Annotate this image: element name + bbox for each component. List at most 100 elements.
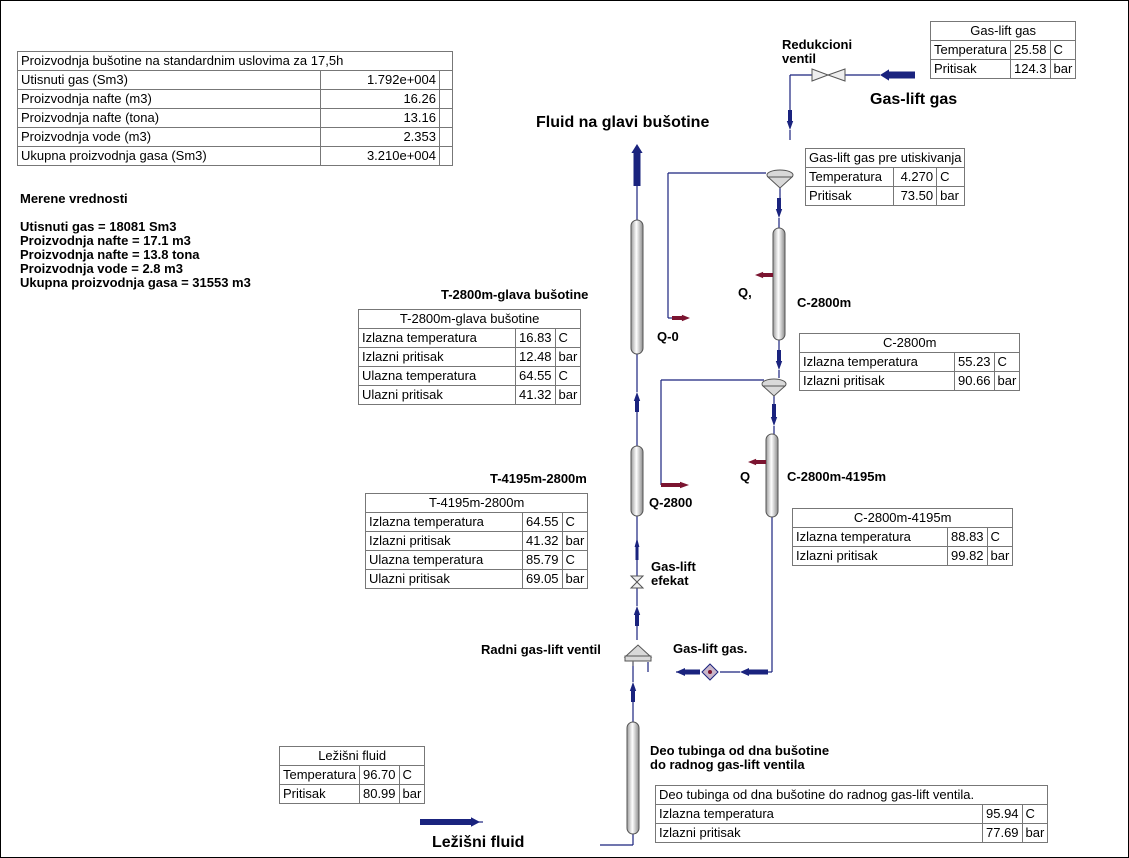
c2800-block-label: C-2800m [797, 295, 852, 310]
row-label: Temperatura [805, 167, 894, 187]
row-value: 99.82 [947, 546, 988, 566]
row-unit: C [1021, 804, 1049, 824]
measured-line: Ukupna proizvodnja gasa = 31553 m3 [20, 275, 251, 290]
gaslift-effect-label: Gas-lift efekat [651, 560, 696, 588]
row-label: Temperatura [279, 765, 360, 785]
row-value: 88.83 [947, 527, 988, 547]
heat-q0-arrow [672, 314, 690, 322]
table-row: Proizvodnja nafte (m3)16.26 [17, 89, 453, 109]
stream-arrow [634, 538, 640, 560]
column-t2800 [630, 219, 644, 355]
c2800-title: C-2800m [798, 333, 1021, 353]
c4195-block-label: C-2800m-4195m [787, 469, 887, 484]
row-label: Ulazni pritisak [365, 569, 523, 589]
row-value: 124.3 [1009, 59, 1051, 79]
measured-heading: Merene vrednosti [20, 191, 128, 206]
row-unit: C [936, 167, 966, 187]
columns [626, 219, 786, 835]
heat-q-c2800-arrow [755, 271, 773, 279]
row-value: 25.58 [1009, 40, 1051, 60]
t2800-block-label: T-2800m-glava bušotine [441, 287, 589, 302]
row-value: 16.83 [515, 328, 556, 348]
working-gaslift-valve-symbol [623, 644, 653, 666]
row-label: Izlazni pritisak [792, 546, 948, 566]
tubing-table: Deo tubinga od dna bušotine do radnog ga… [654, 785, 1049, 843]
row-unit: bar [398, 784, 426, 804]
t2800-title: T-2800m-glava bušotine [357, 309, 582, 329]
heat-q-c4195-arrow [748, 458, 766, 466]
table-row: Ukupna proizvodnja gasa (Sm3)3.210e+004 [17, 146, 453, 166]
mixer-top [766, 169, 794, 189]
gaslift-gas-stream-label: Gas-lift gas [870, 91, 958, 108]
stream-arrow [770, 404, 778, 426]
valves [629, 68, 846, 681]
row-value: 85.79 [522, 550, 563, 570]
stream-arrow [633, 606, 641, 626]
row-value: 55.23 [954, 352, 995, 372]
row-label: Izlazna temperatura [365, 512, 523, 532]
row-unit: C [993, 352, 1021, 372]
stream-arrow [633, 392, 641, 412]
row-unit: bar [1021, 823, 1049, 843]
row-unit: C [1049, 40, 1077, 60]
tubing-block-label: Deo tubinga od dna bušotine do radnog ga… [650, 744, 829, 772]
table-row: Proizvodnja nafte (tona)13.16 [17, 108, 453, 128]
mixer-mid [761, 378, 787, 397]
t2800-table: T-2800m-glava bušotine Izlazna temperatu… [357, 309, 582, 405]
table-row: Proizvodnja vode (m3)2.353 [17, 127, 453, 147]
pre-injection-title: Gas-lift gas pre utiskivanja [804, 148, 966, 168]
t4195-block-label: T-4195m-2800m [490, 471, 587, 486]
tubing-block-line1: Deo tubinga od dna bušotine [650, 743, 830, 758]
row-value: 73.50 [892, 186, 938, 206]
heat-q-c2800-label: Q, [738, 285, 752, 300]
gaslift-gas-inlet-arrow [880, 69, 915, 81]
heat-q2800-label: Q-2800 [649, 495, 693, 510]
row-unit: bar [561, 531, 589, 551]
row-label: Ulazna temperatura [365, 550, 523, 570]
column-c4195 [765, 433, 779, 518]
row-label: Izlazna temperatura [655, 804, 983, 824]
row-value: 41.32 [515, 385, 556, 405]
row-unit: C [398, 765, 426, 785]
fluid-wellhead-label: Fluid na glavi bušotine [536, 114, 710, 131]
gaslift-gas-dot-label: Gas-lift gas. [673, 641, 748, 656]
heat-arrows [661, 271, 773, 489]
column-t4195 [630, 445, 644, 517]
stream-arrow [775, 198, 783, 218]
t4195-title: T-4195m-2800m [364, 493, 589, 513]
heat-q-c4195-label: Q [740, 469, 751, 484]
row-label: Izlazna temperatura [358, 328, 516, 348]
reduction-valve [811, 68, 846, 82]
process-lines [470, 74, 880, 846]
gaslift-effect-line1: Gas-lift [651, 559, 696, 574]
row-unit: bar [986, 546, 1014, 566]
row-label: Izlazni pritisak [799, 371, 955, 391]
reduction-valve-label-line1: Redukcioni [782, 37, 853, 52]
pre-injection-table: Gas-lift gas pre utiskivanja Temperatura… [804, 148, 966, 206]
row-unit: C [561, 550, 589, 570]
reduction-valve-label-line2: ventil [782, 51, 816, 66]
row-value: 77.69 [982, 823, 1023, 843]
row-unit: C [561, 512, 589, 532]
row-label: Izlazna temperatura [799, 352, 955, 372]
row-label: Pritisak [805, 186, 894, 206]
row-label: Proizvodnja vode (m3) [17, 127, 321, 147]
row-value: 96.70 [358, 765, 400, 785]
tubing-block-line2: do radnog gas-lift ventila [650, 757, 805, 772]
heat-q2800-arrow [661, 481, 689, 489]
row-unit: C [554, 328, 582, 348]
row-label: Utisnuti gas (Sm3) [17, 70, 321, 90]
